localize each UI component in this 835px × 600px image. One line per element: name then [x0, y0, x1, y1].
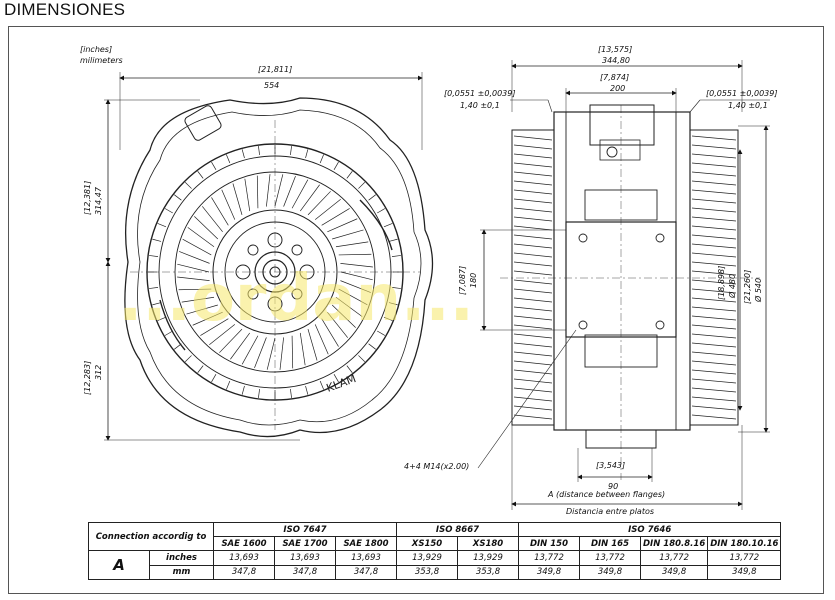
cell-inches: 13,693 — [213, 550, 275, 566]
bolt-label: 4+4 M14(x2.00) — [404, 462, 469, 471]
front-lower-mm: 312 — [94, 365, 103, 380]
front-view — [104, 72, 434, 441]
front-lower-inches: [12,283] — [83, 361, 92, 395]
cell-mm: 349,8 — [518, 564, 580, 580]
front-width-mm: 554 — [264, 81, 279, 90]
col-header: SAE 1800 — [335, 536, 397, 551]
flange-label-es: Distancia entre platos — [566, 507, 654, 516]
bottom-mm: 90 — [608, 482, 618, 491]
cell-inches: 13,772 — [518, 550, 580, 566]
col-header: DIN 180.8.16 — [639, 536, 709, 551]
cell-inches: 13,772 — [707, 550, 782, 566]
cell-inches: 13,929 — [396, 550, 458, 566]
units-mm: milimeters — [80, 56, 123, 65]
hub-inches: [7,087] — [458, 266, 467, 295]
inner-dia-inches: [18,898] — [717, 266, 726, 300]
inner-dia-mm: Ø 480 — [727, 274, 737, 299]
hub-mm: 180 — [469, 273, 478, 288]
cell-inches: 13,772 — [639, 550, 709, 566]
outer-dia-inches: [21,260] — [743, 270, 752, 304]
right-gap-mm: 1,40 ±0,1 — [728, 101, 768, 110]
flange-label-en: A (distance between flanges) — [547, 490, 665, 499]
drawing-frame — [8, 26, 824, 594]
cell-inches: 13,929 — [457, 550, 519, 566]
cell-inches: 13,693 — [335, 550, 397, 566]
left-gap-mm: 1,40 ±0,1 — [460, 101, 500, 110]
col-header: SAE 1700 — [274, 536, 336, 551]
side-center-inches: [7,874] — [600, 73, 629, 82]
col-header: XS150 — [396, 536, 458, 551]
front-upper-inches: [12,381] — [83, 181, 92, 215]
connection-label: Connection accordig to — [88, 522, 214, 551]
cell-mm: 353,8 — [457, 564, 519, 580]
cell-mm: 349,8 — [579, 564, 641, 580]
side-overall-mm: 344,80 — [602, 56, 630, 65]
unit-mm: mm — [172, 567, 191, 577]
row-label-a: A — [89, 551, 150, 579]
unit-inches: inches — [150, 551, 213, 566]
units-inches: [inches] — [80, 45, 112, 54]
col-header: SAE 1600 — [213, 536, 275, 551]
cell-mm: 353,8 — [396, 564, 458, 580]
group-iso-7646: ISO 7646 — [517, 522, 782, 537]
cell-mm: 347,8 — [274, 564, 336, 580]
side-overall-inches: [13,575] — [598, 45, 632, 54]
left-gap-inches: [0,0551 ±0,0039] — [444, 89, 515, 98]
cell-inches: 13,693 — [274, 550, 336, 566]
cell-mm: 349,8 — [639, 564, 709, 580]
watermark-logo: ...ordan... — [118, 262, 474, 336]
brand-label: KLAM — [325, 372, 358, 395]
dimensions-table: Connection accordig to ISO 7647 ISO 8667… — [88, 522, 782, 580]
cell-mm: 347,8 — [335, 564, 397, 580]
group-iso-7647: ISO 7647 — [213, 522, 397, 537]
side-view — [477, 60, 770, 510]
page-title: DIMENSIONES — [4, 0, 126, 19]
col-header: DIN 150 — [518, 536, 580, 551]
bottom-inches: [3,543] — [596, 461, 625, 470]
col-header: DIN 165 — [579, 536, 641, 551]
group-iso-8667: ISO 8667 — [396, 522, 519, 537]
side-center-mm: 200 — [610, 84, 625, 93]
front-upper-mm: 314,47 — [94, 186, 103, 215]
cell-inches: 13,772 — [579, 550, 641, 566]
right-gap-inches: [0,0551 ±0,0039] — [706, 89, 777, 98]
cell-mm: 349,8 — [707, 564, 782, 580]
outer-dia-mm: Ø 540 — [753, 278, 763, 303]
cell-mm: 347,8 — [213, 564, 275, 580]
front-width-inches: [21,811] — [258, 65, 292, 74]
col-header: XS180 — [457, 536, 519, 551]
col-header: DIN 180.10.16 — [707, 536, 782, 551]
